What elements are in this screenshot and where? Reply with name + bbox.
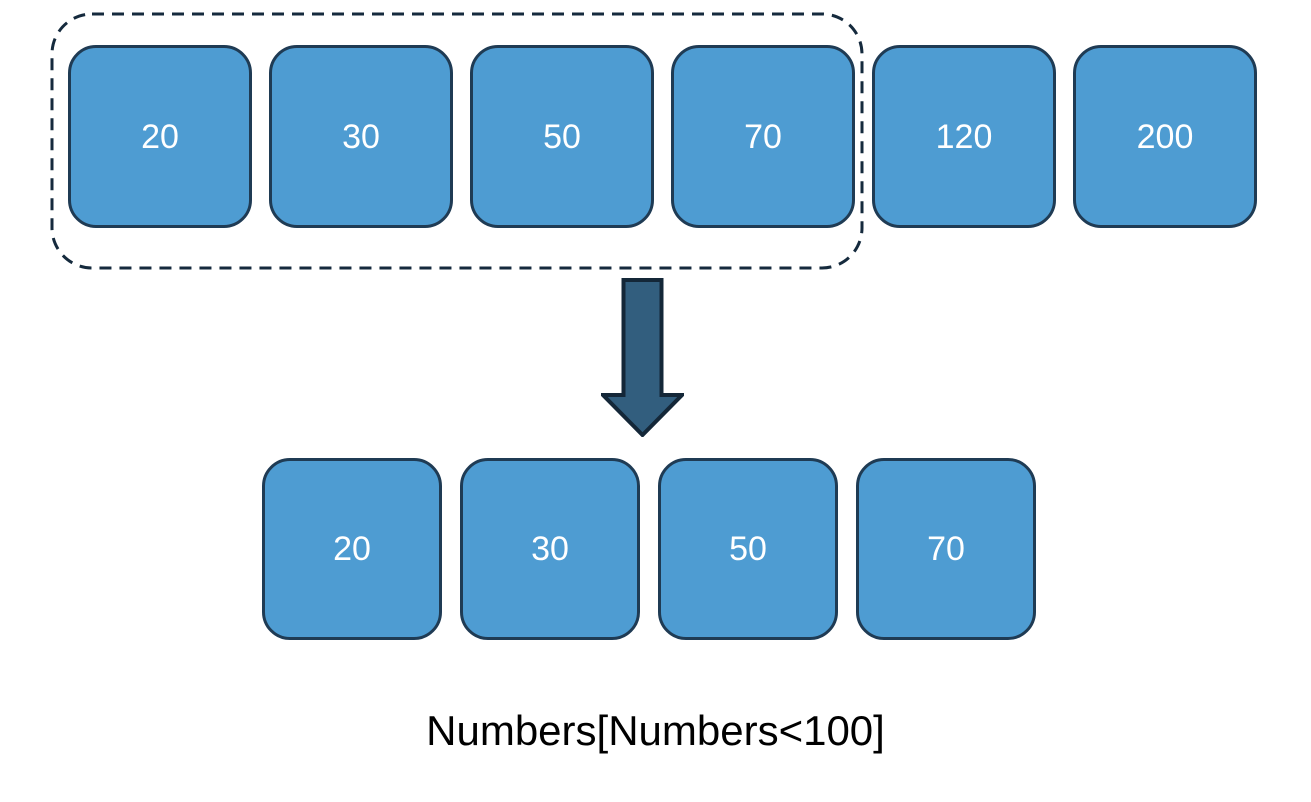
array-item: 50 [470,45,654,228]
array-item: 20 [262,458,442,640]
array-item: 200 [1073,45,1257,228]
filter-expression-caption: Numbers[Numbers<100] [426,707,885,754]
array-item: 70 [671,45,855,228]
array-item: 120 [872,45,1056,228]
array-item: 50 [658,458,838,640]
array-item: 30 [269,45,453,228]
array-item: 30 [460,458,640,640]
filtered-array-row: 20 30 50 70 [262,458,1036,640]
array-item: 70 [856,458,1036,640]
selection-dashed-outline [50,12,864,270]
array-item: 20 [68,45,252,228]
source-array-row: 20 30 50 70 120 200 [68,45,1257,228]
down-arrow-icon [601,278,684,437]
